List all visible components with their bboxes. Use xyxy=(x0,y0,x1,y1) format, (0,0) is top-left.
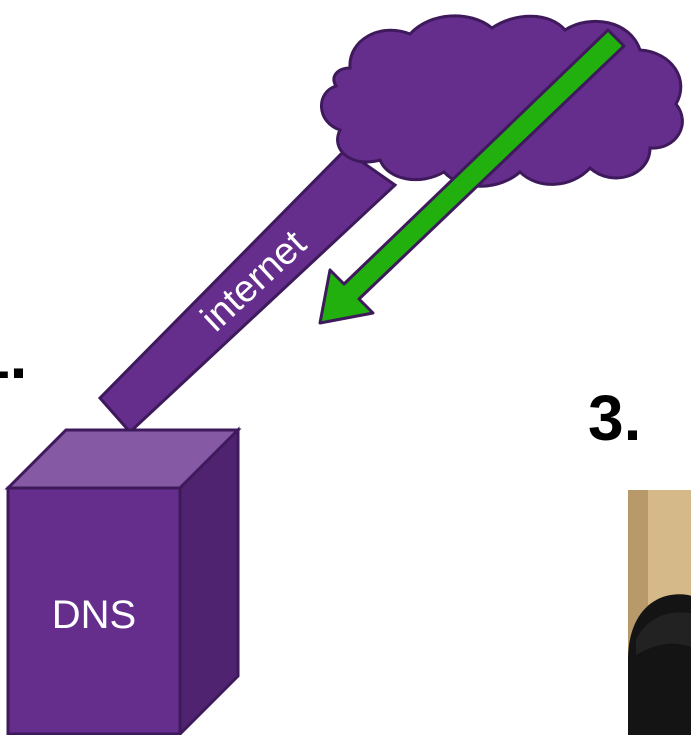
link-label: internet xyxy=(193,222,315,339)
step-number-partial: 1. xyxy=(0,320,28,392)
photo-image xyxy=(628,490,691,735)
step-number-three: 3. xyxy=(588,382,642,454)
server-label: DNS xyxy=(52,593,136,637)
arrow-down-left-icon xyxy=(318,28,626,325)
server-box-icon xyxy=(4,426,242,735)
person-photo xyxy=(628,490,691,735)
